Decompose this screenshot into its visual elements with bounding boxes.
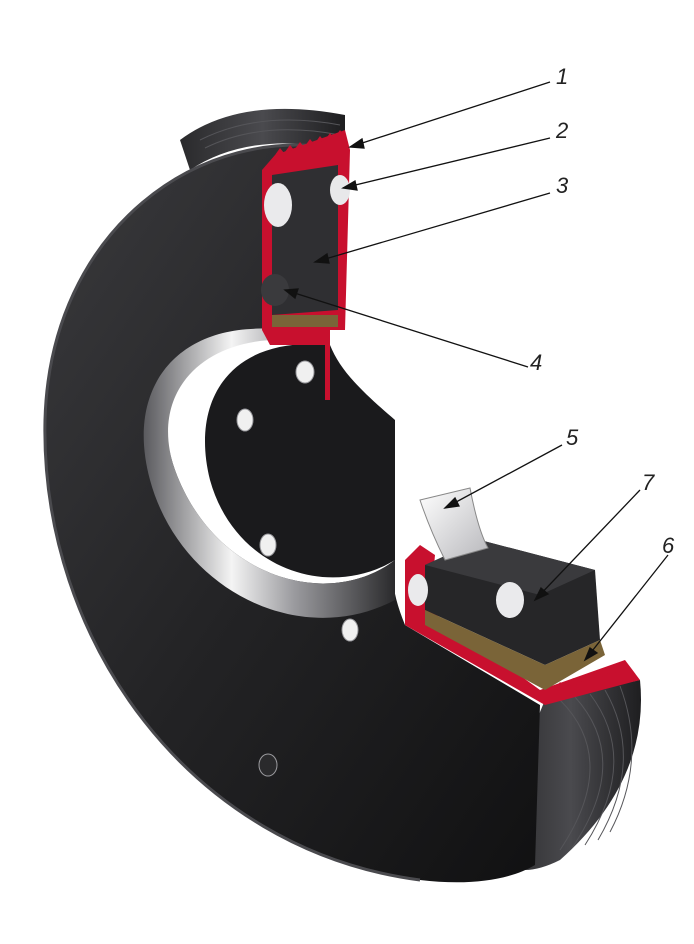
callout-6: 6 — [662, 533, 675, 558]
bolt-hole — [236, 408, 254, 432]
central-bore — [143, 328, 395, 618]
callout-7: 7 — [642, 470, 655, 495]
callout-numbers: 1 2 3 4 5 6 7 — [530, 64, 675, 558]
lower-teeth — [555, 666, 618, 690]
bolt-holes — [236, 360, 359, 777]
upper-cross-section — [261, 130, 350, 400]
upper-friction-lining — [272, 315, 338, 327]
upper-roller-ball — [330, 175, 350, 205]
disc-outer-edge — [43, 143, 421, 882]
leader-line-1 — [349, 81, 551, 148]
upper-roller-left — [264, 183, 292, 227]
callout-5: 5 — [566, 425, 579, 450]
lower-friction-lining — [425, 610, 605, 690]
callout-1: 1 — [556, 64, 568, 89]
section-outline-lower — [405, 545, 640, 705]
spring-flap — [419, 487, 489, 561]
bolt-hole — [295, 360, 315, 384]
leader-lines — [283, 81, 669, 662]
bolt-hole — [341, 618, 359, 642]
upper-lower-socket — [261, 274, 289, 306]
leader-line-3 — [314, 192, 551, 263]
leader-line-6 — [584, 554, 669, 661]
leader-line-7 — [534, 489, 641, 601]
leader-line-4 — [284, 289, 529, 368]
bolt-hole — [258, 753, 278, 777]
upper-teeth — [275, 130, 344, 155]
hub-inner-face — [205, 343, 395, 578]
pulley-disc-body — [44, 145, 540, 883]
leader-line-2 — [342, 137, 551, 189]
lower-roller-ball — [496, 582, 524, 618]
callout-3: 3 — [556, 173, 569, 198]
bolt-hole — [259, 533, 277, 557]
callout-4: 4 — [530, 350, 542, 375]
leader-line-5 — [444, 444, 563, 509]
callout-2: 2 — [555, 118, 568, 143]
lower-roller-left — [408, 574, 428, 606]
